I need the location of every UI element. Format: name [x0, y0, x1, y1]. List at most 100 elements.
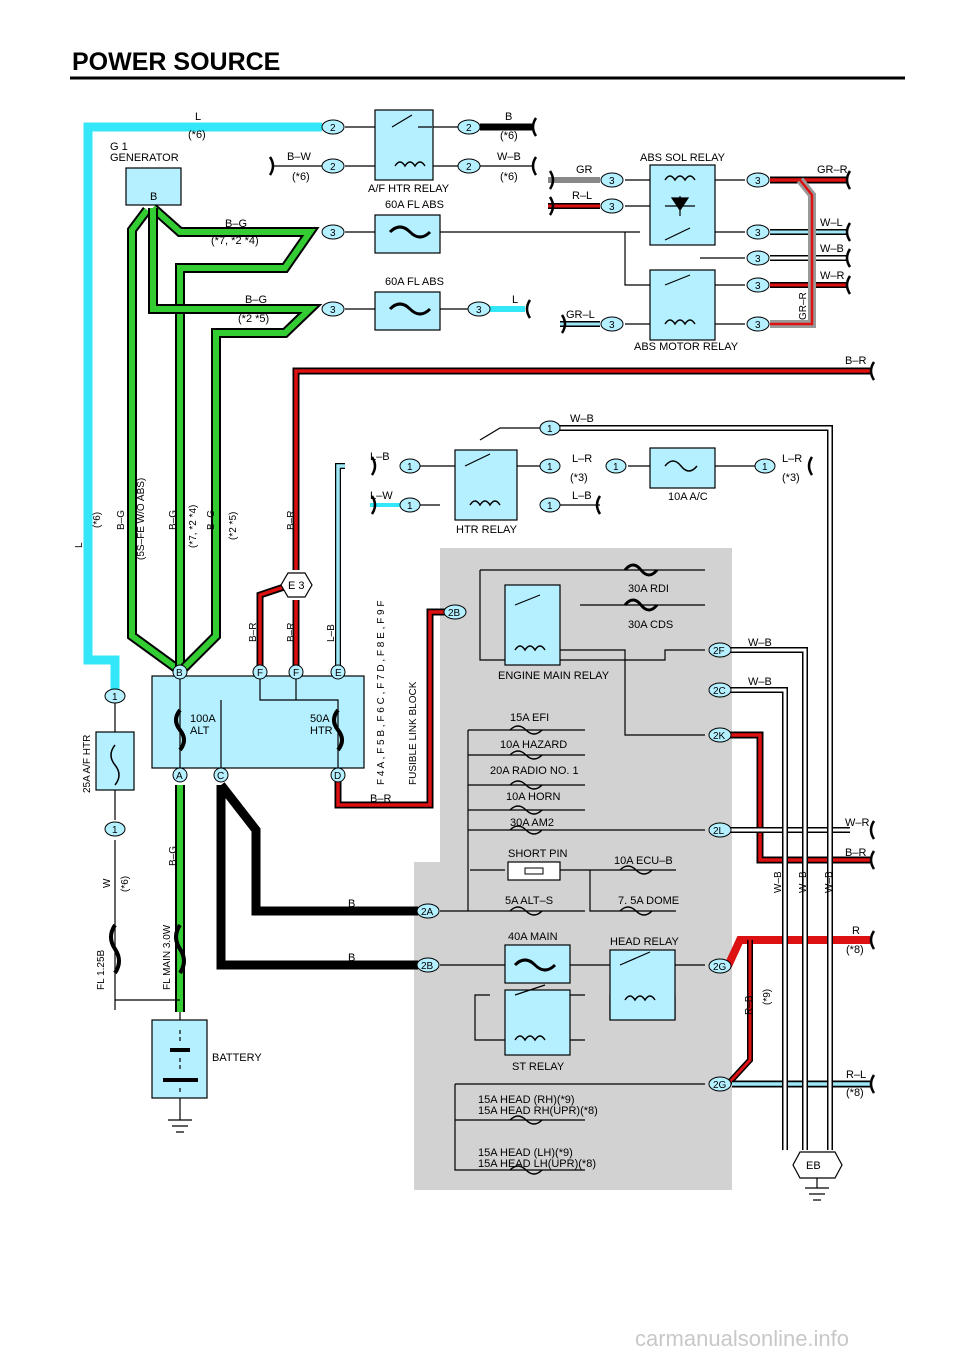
wire-note: (*6)	[120, 876, 131, 892]
fusible-link-block-label: FUSIBLE LINK BLOCK	[408, 681, 419, 785]
am2-label: 30A AM2	[510, 817, 554, 829]
battery-cell-icon	[163, 1048, 198, 1082]
svg-text:3: 3	[330, 228, 336, 239]
wire-label: L	[512, 294, 518, 306]
svg-text:2: 2	[330, 123, 336, 134]
red-b-r-wires	[256, 367, 870, 1088]
svg-text:1: 1	[112, 692, 118, 703]
abs-sol-relay-label: ABS SOL RELAY	[640, 152, 726, 164]
connector-badge: 3	[600, 198, 624, 214]
svg-text:1: 1	[407, 501, 413, 512]
wire-note: (5S–FE W/O ABS)	[136, 478, 147, 560]
svg-text:1: 1	[547, 462, 553, 473]
connector-badges: 2 2 2 2 3 3 3 3 3 3 3 3 3 3 3 1 1 1 1 1 …	[104, 119, 776, 1092]
af-htr-switch-icon	[391, 114, 432, 128]
wire-label: B–R	[370, 793, 391, 805]
generator-pin: B	[150, 191, 157, 203]
svg-text:3: 3	[609, 202, 615, 213]
diode-icon	[665, 196, 695, 216]
ground-label: EB	[806, 1160, 821, 1172]
w-b-ground-wires	[555, 425, 833, 1150]
wire-note: (*6)	[292, 171, 310, 183]
abs-motor-relay-box	[649, 269, 716, 341]
fuse-60a-abs-1	[374, 214, 441, 254]
fuse-icons	[509, 725, 653, 1175]
coil-icon	[664, 319, 696, 326]
wire-label: B–R	[845, 847, 866, 859]
connector-badge: D	[330, 767, 346, 783]
efi-label: 15A EFI	[510, 712, 549, 724]
radio-label: 20A RADIO NO. 1	[490, 765, 579, 777]
wire-label: B–G	[168, 510, 179, 530]
wire-label: B–G	[225, 218, 247, 230]
svg-text:2: 2	[330, 162, 336, 173]
svg-text:2: 2	[466, 123, 472, 134]
svg-text:C: C	[217, 771, 224, 782]
wire-label: B–G	[116, 510, 127, 530]
abs-relay-wires	[548, 176, 848, 328]
svg-text:2: 2	[466, 162, 472, 173]
connector-badge: E	[330, 664, 346, 680]
fuse-25a-af-htr-box	[95, 731, 135, 791]
connector-badge: 1	[399, 458, 421, 474]
connector-badge: 1	[104, 821, 126, 837]
connector-badge: A	[172, 767, 188, 783]
wire-label: W–B	[773, 871, 784, 893]
watermark: carmanualsonline.info	[635, 1326, 849, 1351]
fusible-link-icon	[623, 598, 659, 612]
connector-badge: 3	[746, 224, 770, 240]
svg-text:2G: 2G	[713, 1080, 727, 1091]
af-htr-relay-label: A/F HTR RELAY	[368, 183, 450, 195]
ground-icon	[805, 1178, 829, 1201]
wire-note: (*6)	[92, 512, 103, 528]
connector-badge: 1	[399, 497, 421, 513]
relay-switch-icon	[514, 984, 546, 996]
coil-icon	[664, 175, 696, 182]
fuse-60a-abs-2-label: 60A FL ABS	[385, 276, 444, 288]
wire-label: R–L	[572, 190, 592, 202]
svg-text:3: 3	[755, 320, 761, 331]
svg-text:2K: 2K	[713, 731, 726, 742]
wire-label: R–L	[846, 1069, 866, 1081]
wire-note: (*8)	[846, 944, 864, 956]
generator-id: G 1	[110, 141, 128, 153]
svg-text:D: D	[334, 771, 341, 782]
wire-label: W–B	[497, 151, 521, 163]
head-rh-label: 15A HEAD (RH)(*9)	[478, 1094, 575, 1106]
cds-label: 30A CDS	[628, 619, 673, 631]
connector-badge: 3	[746, 277, 770, 293]
cyan-l-wire	[83, 122, 525, 690]
relay-switch-icon	[619, 951, 651, 966]
connector-badge: 1	[539, 420, 561, 436]
wire-label: W–L	[820, 217, 843, 229]
st-relay-label: ST RELAY	[512, 1061, 565, 1073]
connector-badge: 3	[746, 316, 770, 332]
connector-badge: 2	[457, 119, 481, 135]
generator-box	[125, 167, 182, 206]
wire-label: R	[852, 925, 860, 937]
connector-badge: 1	[539, 497, 561, 513]
ground-connector	[792, 1151, 843, 1179]
wire-label: GR	[576, 164, 593, 176]
connector-badge: C	[213, 767, 229, 783]
connector-badge: 2B	[443, 604, 467, 620]
relay-switch-icon	[664, 227, 691, 241]
fusible-link-icon	[388, 302, 432, 316]
svg-text:1: 1	[407, 462, 413, 473]
dome-label: 7. 5A DOME	[618, 895, 679, 907]
wire-label: W–B	[570, 413, 594, 425]
connector-badge: B	[172, 664, 188, 680]
fusible-link-icon	[174, 708, 186, 752]
connector-badge: 3	[746, 250, 770, 266]
connector-badge: F	[252, 664, 268, 680]
fusible-link-codes: F 4 A , F 5 B , F 6 C , F 7 D , F 8 E , …	[376, 601, 387, 786]
wire-label: W–B	[798, 871, 809, 893]
wire-note: (*8)	[846, 1087, 864, 1099]
svg-text:2B: 2B	[448, 608, 461, 619]
connector-badge: 2F	[708, 642, 732, 658]
relay-block-panel	[414, 548, 732, 1190]
wire-note: (*6)	[500, 171, 518, 183]
wire-note: (*2 *5)	[238, 313, 269, 325]
svg-text:1: 1	[762, 462, 768, 473]
